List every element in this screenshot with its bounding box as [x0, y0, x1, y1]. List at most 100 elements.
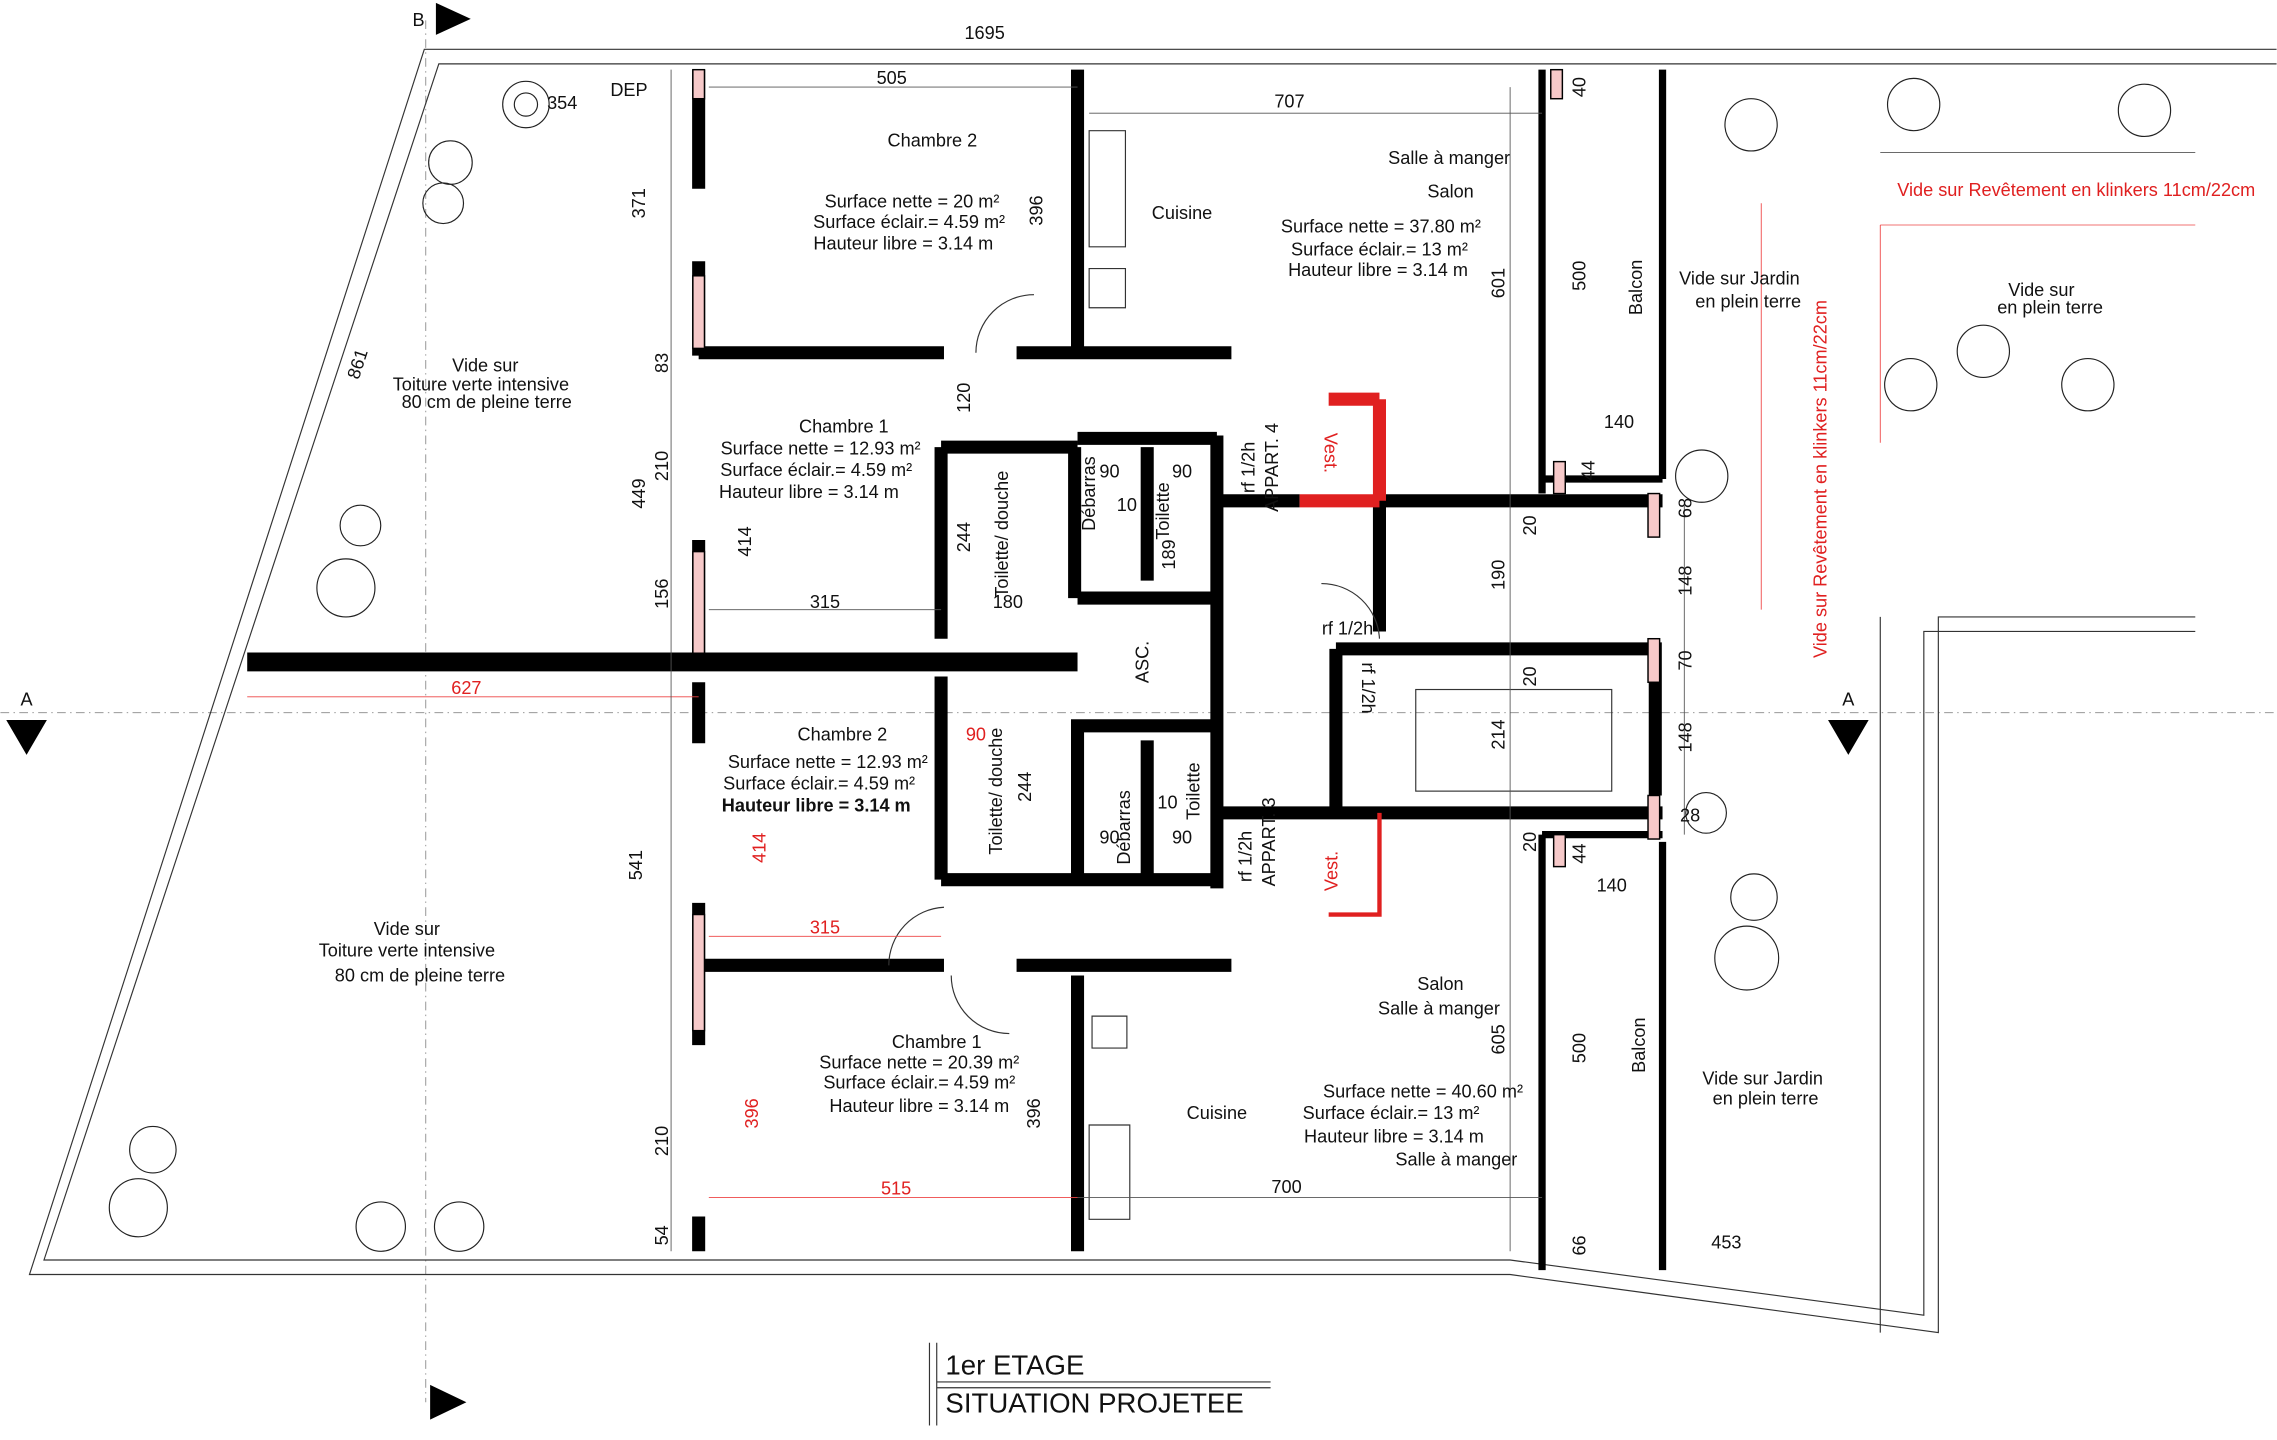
room-hauteur: Hauteur libre = 3.14 m: [722, 795, 911, 815]
dim-601: 601: [1488, 268, 1508, 298]
dim-453: 453: [1711, 1232, 1741, 1252]
trees: [108, 77, 2172, 1252]
dim-396: 396: [1027, 195, 1047, 225]
dimension-lines: [247, 69, 1685, 1252]
section-a-left-label: A: [21, 689, 34, 709]
overall-width: 1695: [964, 23, 1004, 43]
dim-44: 44: [1570, 843, 1590, 863]
room-hauteur: Hauteur libre = 3.14 m: [1304, 1126, 1484, 1146]
dim-40: 40: [1570, 77, 1590, 97]
garden-label: Vide sur: [2008, 280, 2074, 300]
dim-180: 180: [993, 592, 1023, 612]
terrace-top-l3: 80 cm de pleine terre: [402, 392, 572, 412]
dim-120: 120: [954, 383, 974, 413]
terrace-top-l2: Toiture verte intensive: [393, 374, 569, 394]
tree-icon: [316, 504, 382, 618]
dim-190: 190: [1488, 560, 1508, 590]
room-eclair: Surface éclair.= 4.59 m²: [823, 1073, 1015, 1093]
dim-396: 396: [1024, 1098, 1044, 1128]
tree-icon: [1714, 873, 1780, 991]
tree-icon: [108, 1125, 177, 1238]
dim-515: 515: [881, 1179, 911, 1199]
room-eclair: Surface éclair.= 4.59 m²: [723, 774, 915, 794]
room-name: Salle à manger: [1388, 148, 1510, 168]
dim-500: 500: [1570, 261, 1590, 291]
section-b-top-arrow: [435, 2, 471, 35]
dim-414: 414: [735, 526, 755, 556]
dim-315: 315: [810, 917, 840, 937]
dim-68: 68: [1676, 498, 1696, 518]
section-a-left-arrow: [6, 720, 47, 755]
room-surface: Surface nette = 40.60 m²: [1323, 1081, 1523, 1101]
door-rating: rf 1/2h: [1239, 442, 1259, 493]
dim-315: 315: [810, 592, 840, 612]
dim-70: 70: [1676, 650, 1696, 670]
dim-210: 210: [652, 451, 672, 481]
section-axes: [0, 20, 2277, 1403]
room-surface: Surface nette = 12.93 m²: [721, 438, 921, 458]
dim-10: 10: [1157, 793, 1177, 813]
room-name: Chambre 2: [888, 131, 978, 151]
tree-icon: [422, 140, 473, 225]
room-surface: Surface nette = 37.80 m²: [1281, 216, 1481, 236]
room-surface: Surface nette = 20 m²: [825, 192, 1000, 212]
dim-20: 20: [1520, 666, 1540, 686]
room-name: Toilette/ douche: [986, 728, 1006, 855]
elevator-label: ASC.: [1133, 641, 1153, 683]
dim-66: 66: [1570, 1235, 1590, 1255]
section-markers: [6, 2, 1869, 1420]
dim-700: 700: [1271, 1177, 1301, 1197]
dim-90: 90: [1099, 462, 1119, 482]
terrace-bot-l2: Toiture verte intensive: [319, 941, 495, 961]
dep-label: DEP: [610, 80, 647, 100]
dim-244: 244: [954, 522, 974, 552]
door-rating: rf 1/2h: [1358, 662, 1378, 713]
title-block: 1er ETAGE SITUATION PROJETEE: [928, 1342, 1271, 1426]
room-name: Salon: [1427, 181, 1473, 201]
section-a-right-label: A: [1842, 689, 1855, 709]
title-floor: 1er ETAGE: [945, 1350, 1084, 1381]
dim-244: 244: [1015, 772, 1035, 802]
dim-148: 148: [1676, 566, 1696, 596]
room-hauteur: Hauteur libre = 3.14 m: [719, 482, 899, 502]
room-hauteur: Hauteur libre = 3.14 m: [813, 234, 993, 254]
garden-label: Vide sur Jardin: [1702, 1068, 1823, 1088]
dim-28: 28: [1680, 806, 1700, 826]
room-eclair: Surface éclair.= 4.59 m²: [720, 460, 912, 480]
dim-20: 20: [1520, 515, 1540, 535]
room-name: Toilette: [1183, 762, 1203, 819]
apartment-label: APPART. 3: [1259, 797, 1279, 886]
dim-83: 83: [652, 353, 672, 373]
dim-214: 214: [1488, 719, 1508, 749]
door-rating: rf 1/2h: [1322, 618, 1373, 638]
site-boundary: [28, 48, 2277, 1334]
room-hauteur: Hauteur libre = 3.14 m: [1288, 260, 1468, 280]
garden-label: en plein terre: [1997, 298, 2103, 318]
dim-90: 90: [1172, 462, 1192, 482]
dim-414: 414: [749, 833, 769, 863]
garden-label: en plein terre: [1713, 1089, 1819, 1109]
room-name: Cuisine: [1187, 1103, 1247, 1123]
room-name: Balcon: [1626, 260, 1646, 315]
room-name: Chambre 1: [892, 1032, 982, 1052]
room-hauteur: Hauteur libre = 3.14 m: [829, 1096, 1009, 1116]
dim-627: 627: [451, 678, 481, 698]
dim-90: 90: [1099, 827, 1119, 847]
room-name: Balcon: [1629, 1017, 1649, 1072]
dim-505: 505: [877, 68, 907, 88]
section-a-right-arrow: [1828, 720, 1869, 755]
dim-707: 707: [1274, 91, 1304, 111]
room-name: Cuisine: [1152, 203, 1212, 223]
tree-icon: [355, 1201, 485, 1252]
room-name: Toilette: [1153, 482, 1173, 539]
dim-500: 500: [1570, 1033, 1590, 1063]
room-surface: Surface nette = 12.93 m²: [728, 752, 928, 772]
dim-189: 189: [1159, 539, 1179, 569]
room-name: Chambre 1: [799, 417, 889, 437]
title-situation: SITUATION PROJETEE: [945, 1387, 1243, 1418]
section-b-label: B: [412, 10, 424, 30]
room-eclair: Surface éclair.= 4.59 m²: [813, 212, 1005, 232]
labels: B A A 1695 DEP 354 505 707 40 Vide sur T…: [21, 10, 2256, 1255]
room-surface: Surface nette = 20.39 m²: [819, 1052, 1019, 1072]
tree-icon: [1724, 77, 2172, 152]
